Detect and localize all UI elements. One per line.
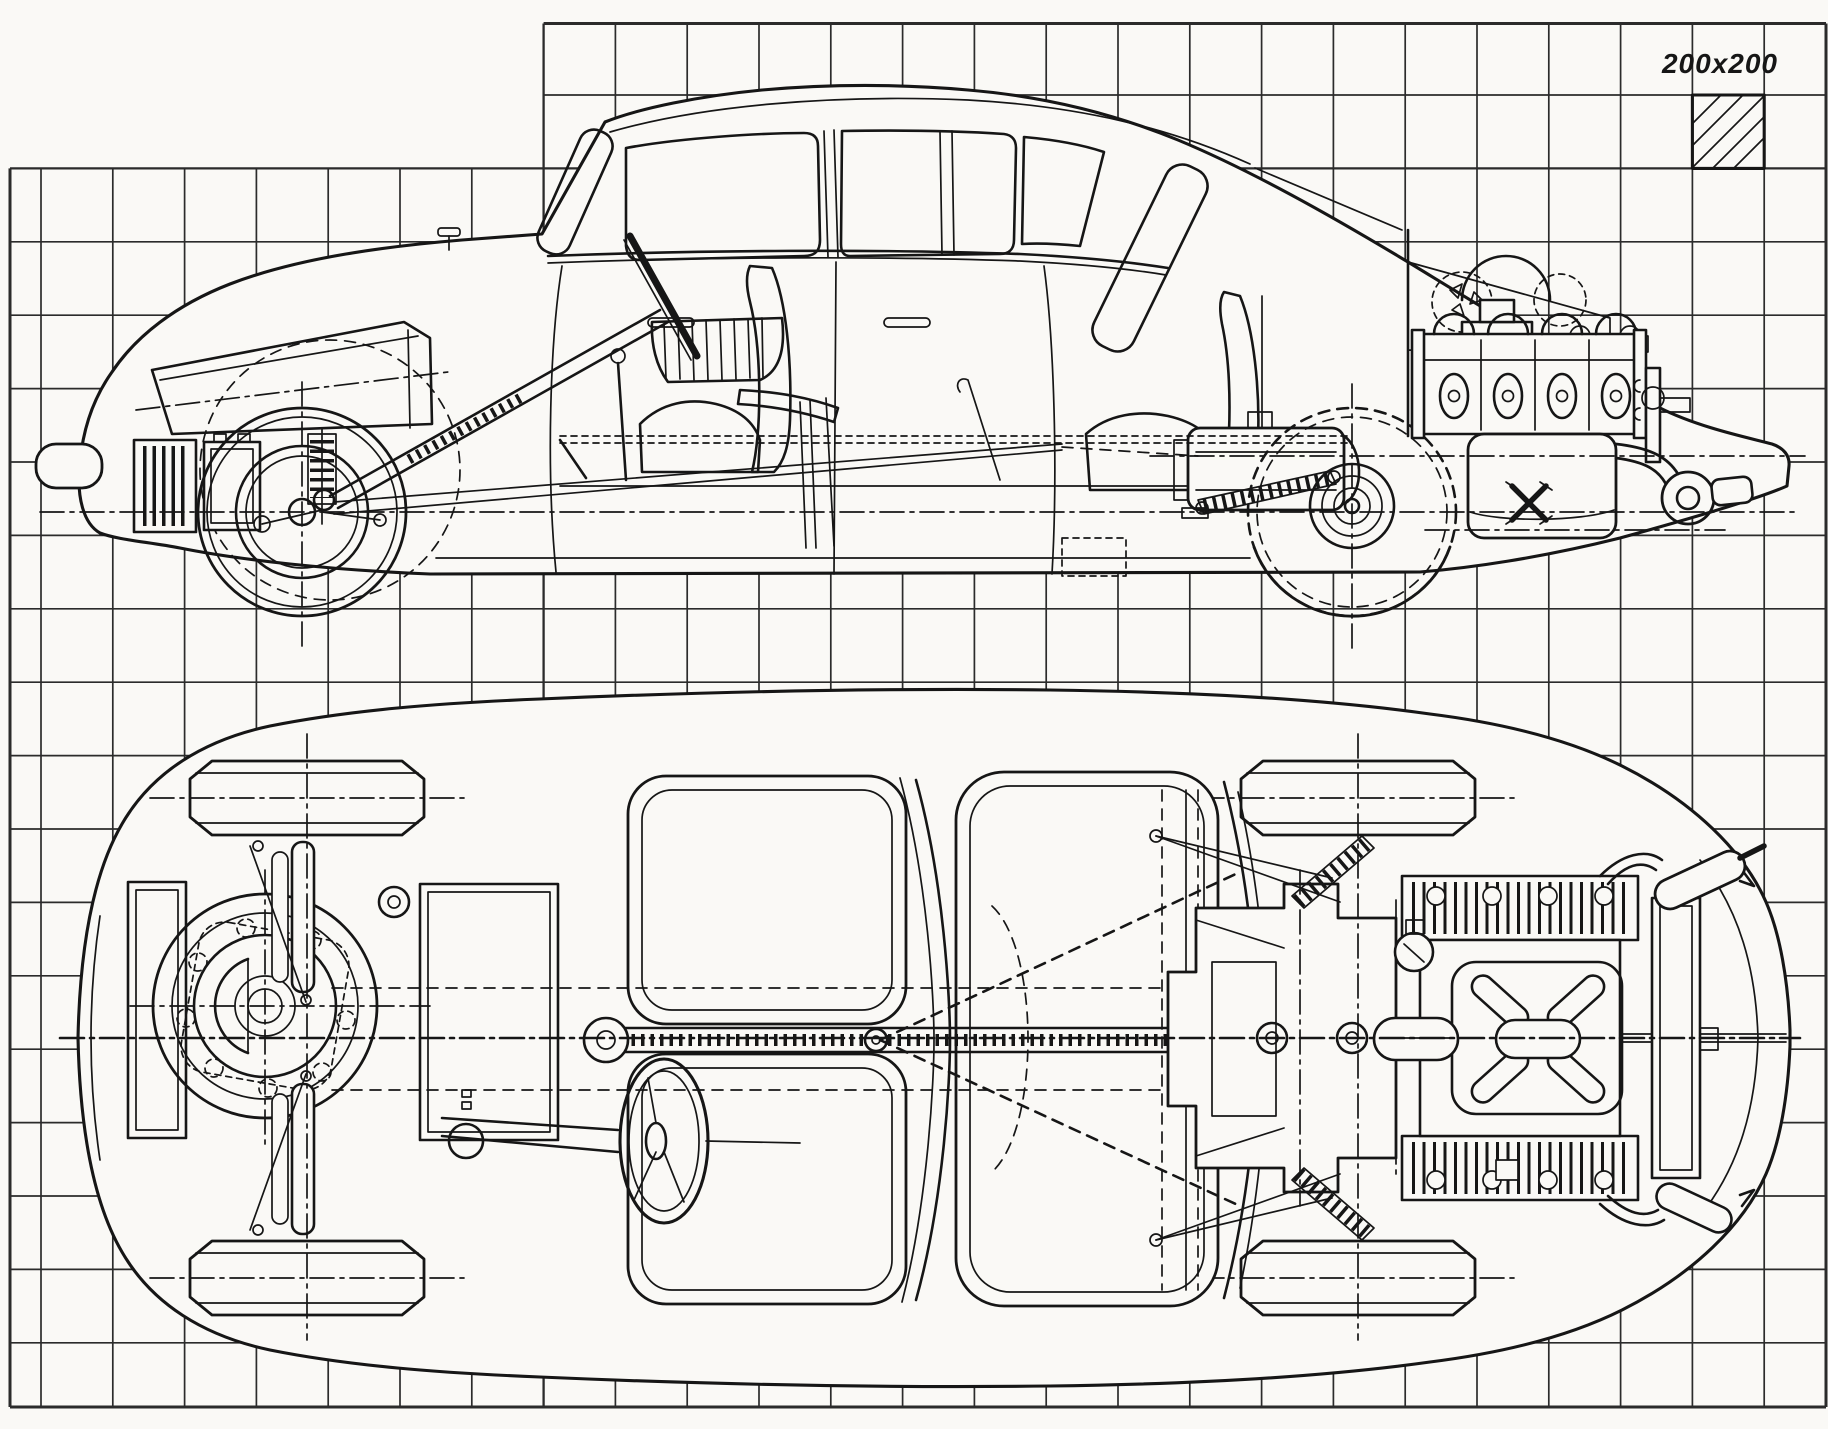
heater-grille (132, 438, 198, 534)
gear-lever (616, 361, 628, 482)
steering-wheel-rim (626, 232, 701, 360)
hooked-lever (956, 378, 1001, 481)
pedal-arm (799, 401, 807, 549)
jack-point (1061, 537, 1127, 577)
front-suspension-uprights (249, 840, 316, 1236)
front-seat-cushion (626, 1052, 908, 1306)
backbone-tube (582, 1016, 1198, 1064)
quarter-window (1020, 135, 1106, 248)
trailing-arms (1149, 829, 1341, 1247)
centerlines-side (39, 455, 1806, 531)
spare-wheel (129, 869, 431, 1151)
front-seat-cushion (626, 774, 908, 1026)
fuel-filler-cap (437, 227, 461, 251)
drive-bolt (1255, 1021, 1289, 1055)
clutch (1633, 366, 1691, 464)
front-bumper (34, 442, 104, 490)
exhaust-side (1614, 442, 1754, 526)
chassis-linkage-side (333, 435, 1349, 515)
scale-swatch (1690, 93, 1766, 170)
spare-wheel-stowed (199, 339, 461, 601)
tank-axis (135, 371, 449, 411)
centerlines-plan (58, 733, 1802, 1341)
front-seat-backrest (745, 264, 792, 474)
raked-vent-window (1091, 163, 1209, 353)
tube-flange (582, 1016, 630, 1064)
valve-port (1438, 372, 1470, 420)
handbrake (558, 438, 588, 480)
storage-boxes (126, 880, 560, 1142)
rear-door-window (839, 129, 1018, 258)
windshield (536, 128, 614, 256)
steering-plan (440, 1057, 801, 1225)
plan-view (58, 687, 1802, 1389)
door-handle (647, 317, 695, 328)
door-handle (883, 317, 931, 328)
oil-port (1495, 1159, 1519, 1181)
front-seat-cushion (638, 400, 762, 474)
battery (202, 433, 262, 532)
steering-column (440, 1116, 620, 1132)
dash-lower-blade (736, 388, 840, 424)
side-body-outline (77, 83, 1791, 576)
cabin-controls (558, 348, 1127, 577)
b-pillar (823, 130, 829, 258)
fan-arch (1460, 254, 1552, 302)
fan-blades (1470, 974, 1606, 1104)
crankcase-x-mark (1505, 481, 1553, 525)
exhaust-mufflers (1598, 843, 1767, 1234)
engine-side (1410, 254, 1754, 540)
side-view (34, 83, 1806, 651)
scale-label: 200x200 (1661, 48, 1778, 79)
belt-line (546, 249, 1170, 270)
steering-box (312, 488, 336, 512)
muffler-tip (1710, 475, 1754, 507)
side-windows (624, 129, 1209, 353)
seats-plan (626, 770, 1269, 1308)
horn (377, 885, 411, 919)
front-compartment (132, 227, 461, 601)
roof-inner-line (609, 97, 1251, 165)
swing-axles (1149, 829, 1375, 1247)
steering-column (328, 308, 662, 498)
steering (312, 232, 701, 512)
fuel-tank (150, 320, 434, 436)
dashboard (650, 316, 840, 424)
tail-fin-notch (1738, 868, 1756, 888)
front-seat-backrest (914, 778, 952, 1302)
brake-rods (331, 870, 1242, 1208)
pedal-cluster (447, 1122, 485, 1160)
